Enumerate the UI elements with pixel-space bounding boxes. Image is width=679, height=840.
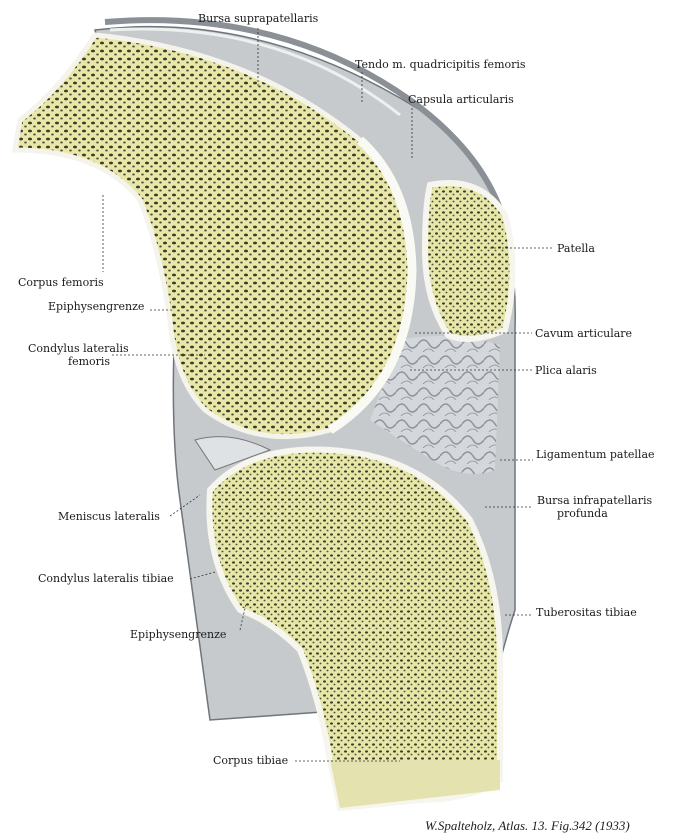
label-condylus-lateralis-tibiae: Condylus lateralis tibiae — [38, 572, 174, 585]
label-condylus-lateralis-femoris: Condylus lateralis — [28, 342, 129, 355]
label-tendo-quadricipitis: Tendo m. quadricipitis femoris — [355, 58, 526, 71]
label-tuberositas-tibiae: Tuberositas tibiae — [536, 606, 637, 619]
label-capsula-articularis: Capsula articularis — [408, 93, 514, 106]
label-epiphysengrenze-tibia: Epiphysengrenze — [130, 628, 227, 641]
patella — [421, 180, 516, 342]
label-meniscus-lateralis: Meniscus lateralis — [58, 510, 160, 523]
label-patella: Patella — [557, 242, 595, 255]
label-bursa-infrapatellaris-profunda: profunda — [557, 507, 608, 520]
label-epiphysengrenze-femur: Epiphysengrenze — [48, 300, 145, 313]
figure-credit: W.Spalteholz, Atlas. 13. Fig.342 (1933) — [425, 818, 630, 833]
leader-lines — [102, 28, 553, 762]
label-bursa-infrapatellaris: Bursa infrapatellaris — [537, 494, 653, 507]
label-plica-alaris: Plica alaris — [535, 364, 597, 377]
meniscus — [194, 436, 272, 471]
label-corpus-femoris: Corpus femoris — [18, 276, 104, 289]
label-cavum-articulare: Cavum articulare — [535, 327, 633, 340]
label-bursa-suprapatellaris: Bursa suprapatellaris — [198, 12, 319, 25]
label-corpus-tibiae: Corpus tibiae — [213, 754, 289, 767]
label-ligamentum-patellae: Ligamentum patellae — [536, 448, 655, 461]
infrapatellar-fat-pad — [370, 336, 500, 474]
quadriceps-tendon — [104, 17, 513, 251]
label-condylus-lateralis-femoris-2: femoris — [68, 355, 111, 368]
